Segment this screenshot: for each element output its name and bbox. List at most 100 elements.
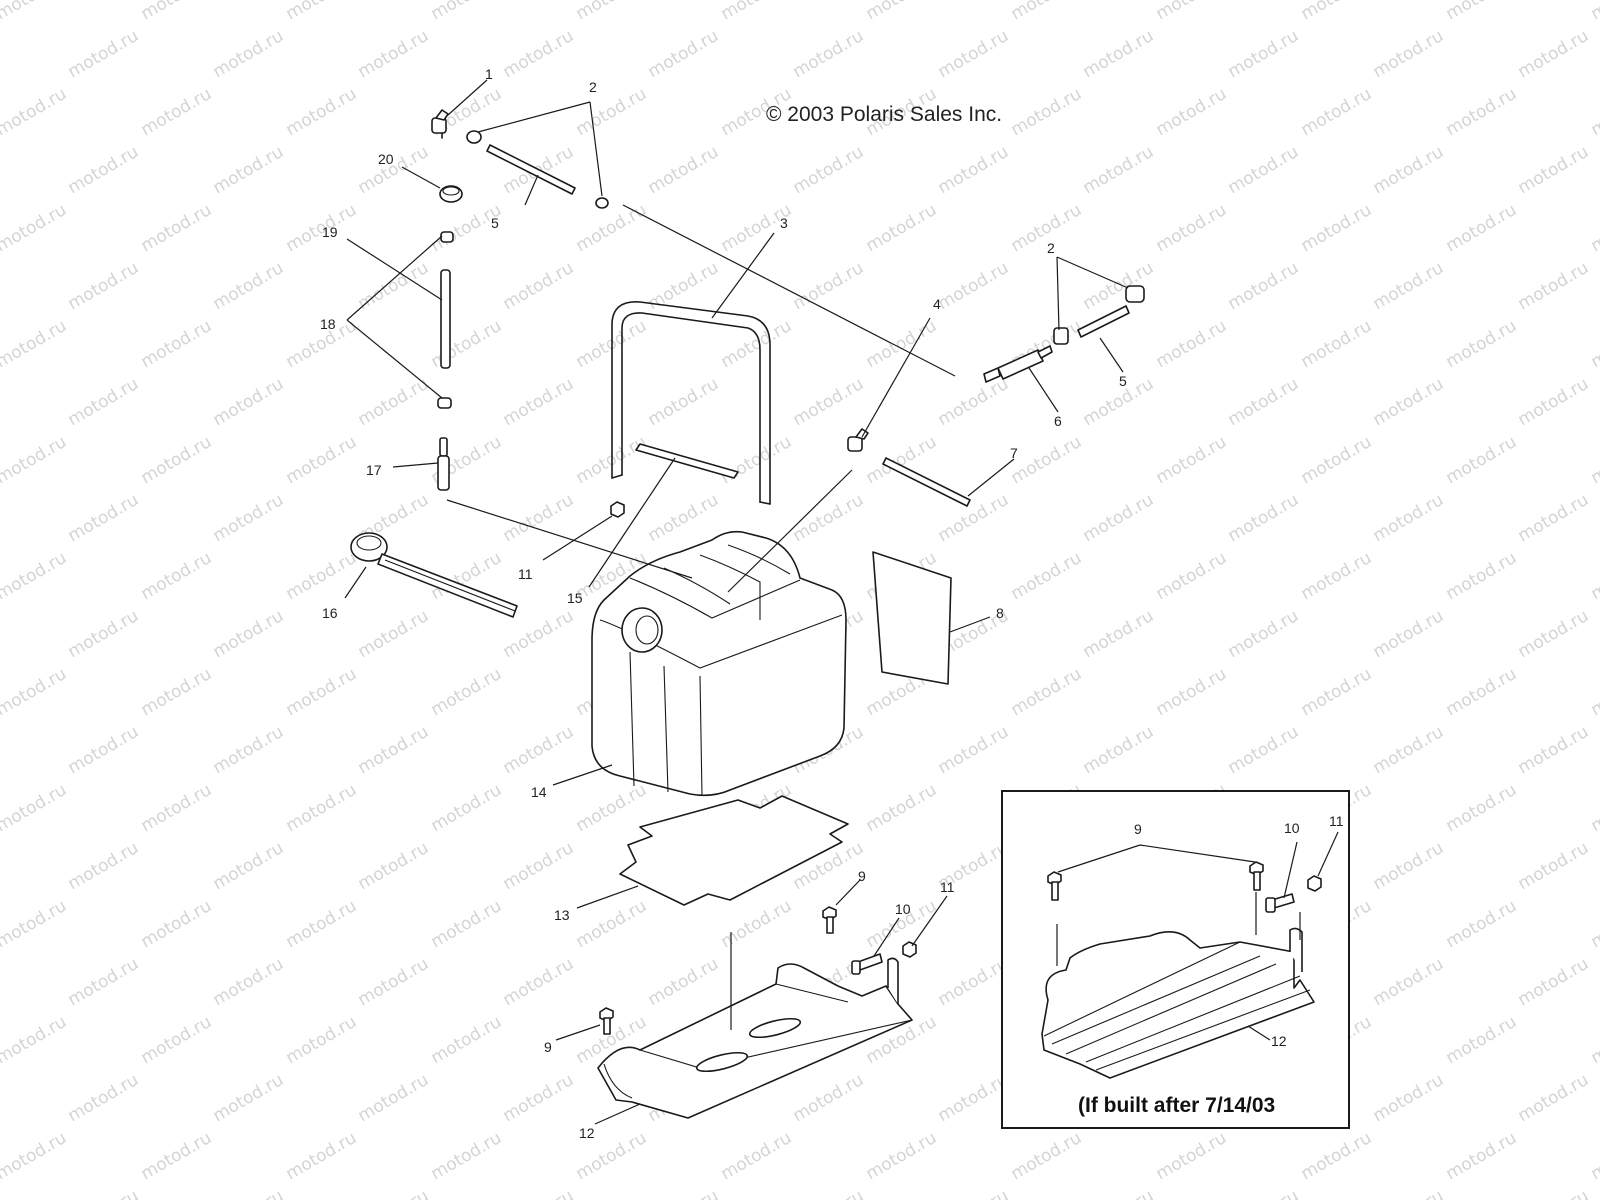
watermark-text: motod.ru xyxy=(1370,258,1448,314)
watermark-text: motod.ru xyxy=(283,1128,361,1184)
watermark-text: motod.ru xyxy=(355,1186,433,1200)
part-14-fuel-tank xyxy=(591,530,847,797)
watermark-text: motod.ru xyxy=(138,316,216,372)
watermark-text: motod.ru xyxy=(428,664,506,720)
callout-9-left: 9 xyxy=(544,1039,552,1055)
watermark-text: motod.ru xyxy=(1588,316,1600,372)
watermark-text: motod.ru xyxy=(1080,722,1158,778)
watermark-text: motod.ru xyxy=(1370,490,1448,546)
watermark-text: motod.ru xyxy=(1008,548,1086,604)
inset-skid-plate xyxy=(1041,927,1315,1079)
watermark-text: motod.ru xyxy=(1008,664,1086,720)
part-13-pad xyxy=(619,795,849,906)
watermark-text: motod.ru xyxy=(1153,548,1231,604)
watermark-text: motod.ru xyxy=(1153,84,1231,140)
watermark-text: motod.ru xyxy=(355,606,433,662)
watermark-text: motod.ru xyxy=(0,0,70,24)
watermark-text: motod.ru xyxy=(718,1128,796,1184)
watermark-text: motod.ru xyxy=(1443,896,1521,952)
watermark-text: motod.ru xyxy=(645,954,723,1010)
watermark-text: motod.ru xyxy=(0,896,70,952)
watermark-text: motod.ru xyxy=(1515,1186,1593,1200)
callout-9: 9 xyxy=(858,868,866,884)
watermark-text: motod.ru xyxy=(1298,548,1376,604)
watermark-text: motod.ru xyxy=(718,316,796,372)
watermark-text: motod.ru xyxy=(718,0,796,24)
part-1-vent-fitting xyxy=(431,109,449,139)
part-10-bolt xyxy=(851,953,883,975)
watermark-text: motod.ru xyxy=(65,1186,143,1200)
watermark-text: motod.ru xyxy=(65,490,143,546)
watermark-text: motod.ru xyxy=(790,374,868,430)
watermark-text: motod.ru xyxy=(65,838,143,894)
watermark-text: motod.ru xyxy=(1298,316,1376,372)
watermark-text: motod.ru xyxy=(283,664,361,720)
watermark-text: motod.ru xyxy=(355,722,433,778)
watermark-text: motod.ru xyxy=(355,1070,433,1126)
callout-11-lower: 11 xyxy=(940,879,955,895)
watermark-text: motod.ru xyxy=(1153,1128,1231,1184)
watermark-text: motod.ru xyxy=(645,142,723,198)
watermark-text: motod.ru xyxy=(1225,258,1303,314)
watermark-text: motod.ru xyxy=(1225,490,1303,546)
watermark-text: motod.ru xyxy=(1370,1070,1448,1126)
watermark-text: motod.ru xyxy=(790,258,868,314)
watermark-text: motod.ru xyxy=(790,1186,868,1200)
callout-10: 10 xyxy=(895,901,911,917)
callout-15: 15 xyxy=(567,590,583,606)
part-2-caps xyxy=(466,130,1145,345)
watermark-text: motod.ru xyxy=(790,26,868,82)
watermark-text: motod.ru xyxy=(1588,780,1600,836)
watermark-text: motod.ru xyxy=(935,26,1013,82)
watermark-text: motod.ru xyxy=(1080,490,1158,546)
part-15-pad xyxy=(635,443,739,479)
watermark-text: motod.ru xyxy=(500,374,578,430)
watermark-text: motod.ru xyxy=(0,780,70,836)
watermark-text: motod.ru xyxy=(355,954,433,1010)
watermark-text: motod.ru xyxy=(1298,200,1376,256)
watermark-text: motod.ru xyxy=(1298,1128,1376,1184)
callout-8: 8 xyxy=(996,605,1004,621)
watermark-text: motod.ru xyxy=(355,838,433,894)
watermark-text: motod.ru xyxy=(500,722,578,778)
watermark-text: motod.ru xyxy=(210,1070,288,1126)
watermark-text: motod.ru xyxy=(65,374,143,430)
inset-bolt-10 xyxy=(1265,893,1295,913)
watermark-text: motod.ru xyxy=(0,200,70,256)
part-7-hose xyxy=(882,457,971,507)
watermark-text: motod.ru xyxy=(1443,200,1521,256)
watermark-text: motod.ru xyxy=(935,954,1013,1010)
watermark-text: motod.ru xyxy=(0,664,70,720)
part-9-bolt-right xyxy=(822,906,837,934)
callout-2: 2 xyxy=(589,79,597,95)
watermark-text: motod.ru xyxy=(65,606,143,662)
watermark-text: motod.ru xyxy=(1370,954,1448,1010)
watermark-text: motod.ru xyxy=(210,142,288,198)
watermark-text: motod.ru xyxy=(935,722,1013,778)
callout-1: 1 xyxy=(485,66,493,82)
part-5-hoses xyxy=(486,144,1130,338)
callout-19: 19 xyxy=(322,224,338,240)
watermark-text: motod.ru xyxy=(935,374,1013,430)
inset-nut-11 xyxy=(1307,875,1322,892)
watermark-text: motod.ru xyxy=(1080,606,1158,662)
watermark-text: motod.ru xyxy=(210,954,288,1010)
callout-3: 3 xyxy=(780,215,788,231)
callout-16: 16 xyxy=(322,605,338,621)
watermark-text: motod.ru xyxy=(283,84,361,140)
watermark-text: motod.ru xyxy=(65,26,143,82)
watermark-text: motod.ru xyxy=(1008,1128,1086,1184)
watermark-text: motod.ru xyxy=(1153,0,1231,24)
callout-14: 14 xyxy=(531,784,547,800)
watermark-text: motod.ru xyxy=(1443,1012,1521,1068)
watermark-text: motod.ru xyxy=(1370,722,1448,778)
watermark-text: motod.ru xyxy=(1370,26,1448,82)
watermark-text: motod.ru xyxy=(1443,1128,1521,1184)
watermark-text: motod.ru xyxy=(1588,548,1600,604)
watermark-text: motod.ru xyxy=(1080,1186,1158,1200)
watermark-text: motod.ru xyxy=(1080,142,1158,198)
watermark-text: motod.ru xyxy=(1515,26,1593,82)
watermark-text: motod.ru xyxy=(283,896,361,952)
watermark-text: motod.ru xyxy=(355,26,433,82)
watermark-text: motod.ru xyxy=(65,1070,143,1126)
